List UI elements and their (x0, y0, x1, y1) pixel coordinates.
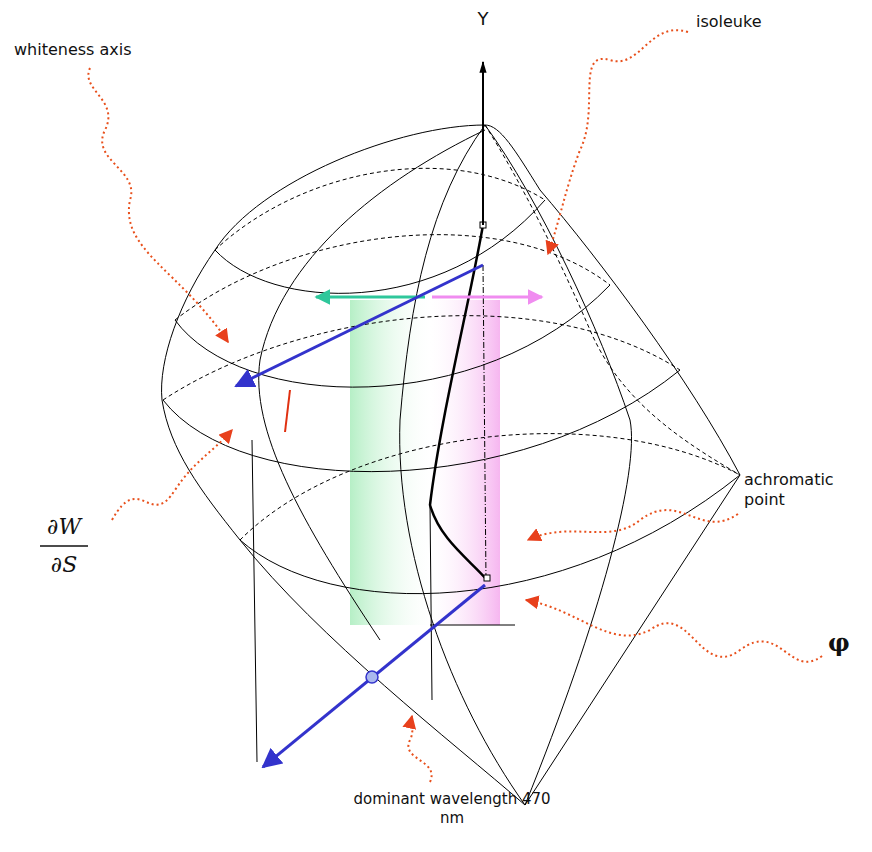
isoleuke-front (240, 475, 740, 594)
angle-symbol: φ (828, 628, 864, 658)
isoleuke-back (175, 235, 610, 320)
leader-line (408, 716, 431, 782)
isoleuke-back (163, 316, 680, 400)
isoleuke-back (215, 168, 545, 250)
isoleuke-front (175, 285, 610, 387)
green-band (350, 300, 430, 625)
projection-line (430, 505, 432, 700)
meridian (485, 125, 632, 805)
wavelength-arrow (263, 585, 485, 767)
callout-label: whiteness axis (14, 40, 164, 60)
green-arrow (316, 296, 425, 299)
pink-arrow (432, 296, 542, 299)
point-marker (484, 575, 490, 581)
y-axis (482, 62, 484, 225)
callout-label: isoleuke (696, 12, 806, 32)
axis-label: Y (468, 8, 498, 31)
whiteness-arrow (236, 265, 483, 386)
leader-line (88, 68, 228, 342)
wavelength-dot (366, 671, 378, 683)
pink-band (430, 300, 500, 625)
solid-outline (162, 125, 740, 805)
leader-line (548, 30, 688, 254)
fraction-bar (40, 545, 88, 547)
leader-line (526, 600, 822, 662)
leaders (88, 30, 822, 782)
meridian-back (485, 125, 740, 475)
leader-line (528, 510, 738, 540)
callout-label: achromatic point (744, 470, 856, 510)
derivative-mark (285, 390, 290, 432)
callout-label: dominant wavelength 470 nm (352, 790, 552, 828)
derivative-denominator: ∂S (36, 551, 92, 579)
projection-line (430, 625, 515, 626)
projection-line (252, 440, 257, 762)
derivative-numerator: ∂W (36, 513, 92, 541)
leader-line (112, 430, 232, 520)
meridian (400, 125, 525, 805)
wireframe (162, 125, 740, 805)
achromatic-axis (483, 265, 486, 580)
isoleuke-back (240, 434, 740, 540)
isoleuke-front (215, 200, 545, 293)
